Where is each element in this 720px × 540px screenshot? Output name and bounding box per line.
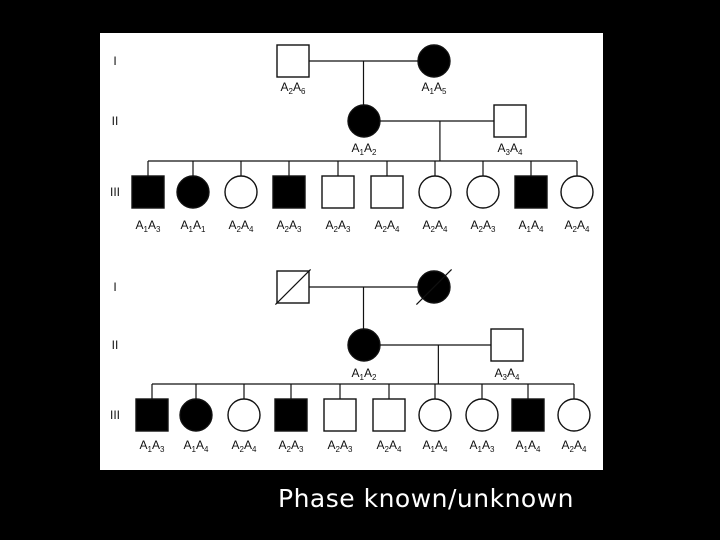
pedigree-2-gen2-2-square: [490, 328, 524, 362]
pedigree-2-gen1-2-deceased-slash: [415, 268, 453, 306]
pedigree-2-gen3-2-genotype: A1A4: [184, 438, 209, 454]
pedigree-1-gen3-2-circle: [176, 175, 210, 209]
pedigree-1-gen3-7-circle: [418, 175, 452, 209]
pedigree-1-gen2-2-genotype: A3A4: [498, 141, 523, 157]
pedigree-2-gen3-8-genotype: A1A3: [470, 438, 495, 454]
pedigree-2-gen3-9-genotype: A1A4: [516, 438, 541, 454]
pedigree-2-gen3-6-genotype: A2A4: [377, 438, 402, 454]
slide-caption: Phase known/unknown: [278, 484, 575, 513]
pedigree-2-gen3-4-square: [274, 398, 308, 432]
pedigree-2-gen3-10-genotype: A2A4: [562, 438, 587, 454]
pedigree-2-gen3-7-circle: [418, 398, 452, 432]
pedigree-2-gen-label-1: I: [113, 280, 116, 294]
pedigree-2-gen3-4-genotype: A2A3: [279, 438, 304, 454]
pedigree-2-gen2-1-circle: [347, 328, 381, 362]
pedigree-2-gen3-1-genotype: A1A3: [140, 438, 165, 454]
pedigree-2-gen3-8-circle: [465, 398, 499, 432]
pedigree-1-gen2-2-square: [493, 104, 527, 138]
pedigree-2-gen-label-3: III: [110, 408, 120, 422]
pedigree-2-gen1-1-deceased-slash: [274, 268, 312, 306]
pedigree-2-gen3-2-circle: [179, 398, 213, 432]
pedigree-2-gen-label-2: II: [112, 338, 119, 352]
pedigree-2-gen2-2-genotype: A3A4: [495, 366, 520, 382]
pedigree-1-gen-label-1: I: [113, 54, 116, 68]
pedigree-1-gen3-10-genotype: A2A4: [565, 218, 590, 234]
pedigree-2-gen3-9-square: [511, 398, 545, 432]
pedigree-1-gen2-1-genotype: A1A2: [352, 141, 377, 157]
pedigree-1-gen3-7-genotype: A2A4: [423, 218, 448, 234]
pedigree-2-gen3-6-square: [372, 398, 406, 432]
pedigree-2-gen3-1-square: [135, 398, 169, 432]
pedigree-1-gen1-2-genotype: A1A5: [422, 80, 447, 96]
pedigree-2-gen3-3-circle: [227, 398, 261, 432]
pedigree-2-gen2-1-genotype: A1A2: [352, 366, 377, 382]
pedigree-1-gen3-5-square: [321, 175, 355, 209]
pedigree-1-gen3-3-circle: [224, 175, 258, 209]
pedigree-2-gen3-5-genotype: A2A3: [328, 438, 353, 454]
pedigree-1-gen3-3-genotype: A2A4: [229, 218, 254, 234]
pedigree-1-gen1-1-square: [276, 44, 310, 78]
pedigree-1-gen3-8-circle: [466, 175, 500, 209]
pedigree-1-gen3-4-square: [272, 175, 306, 209]
pedigree-1-gen-label-3: III: [110, 185, 120, 199]
pedigree-2-gen3-5-square: [323, 398, 357, 432]
pedigree-2-gen3-3-genotype: A2A4: [232, 438, 257, 454]
pedigree-1-gen3-9-square: [514, 175, 548, 209]
pedigree-2-gen3-10-circle: [557, 398, 591, 432]
pedigree-1-gen1-2-circle: [417, 44, 451, 78]
pedigree-1-gen3-5-genotype: A2A3: [326, 218, 351, 234]
pedigree-1-gen3-1-square: [131, 175, 165, 209]
pedigree-1-gen3-8-genotype: A2A3: [471, 218, 496, 234]
pedigree-1-gen2-1-circle: [347, 104, 381, 138]
pedigree-1-gen3-6-genotype: A2A4: [375, 218, 400, 234]
pedigree-1-gen3-9-genotype: A1A4: [519, 218, 544, 234]
pedigree-2-gen3-7-genotype: A1A4: [423, 438, 448, 454]
pedigree-1-gen3-1-genotype: A1A3: [136, 218, 161, 234]
pedigree-1-gen1-1-genotype: A2A6: [281, 80, 306, 96]
pedigree-1-gen3-4-genotype: A2A3: [277, 218, 302, 234]
pedigree-1-gen-label-2: II: [112, 114, 119, 128]
pedigree-1-gen3-6-square: [370, 175, 404, 209]
pedigree-1-gen3-2-genotype: A1A1: [181, 218, 206, 234]
pedigree-1-gen3-10-circle: [560, 175, 594, 209]
